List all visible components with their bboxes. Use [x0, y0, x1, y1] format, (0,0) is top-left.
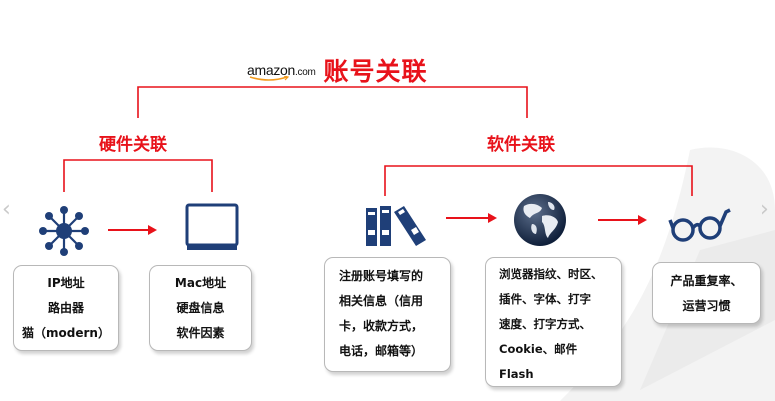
hardware-box-device: Mac地址 硬盘信息 软件因素 — [149, 265, 252, 351]
box-line: Flash — [499, 367, 534, 381]
box-line: 注册账号填写的 — [339, 269, 424, 283]
box-line: Mac地址 — [174, 276, 227, 290]
next-arrow-icon[interactable]: › — [760, 197, 769, 222]
network-hub-icon — [39, 206, 89, 256]
binders-icon — [366, 206, 426, 246]
software-box-browser: 浏览器指纹、时区、 插件、字体、打字 速度、打字方式、 Cookie、邮件 Fl… — [485, 257, 622, 387]
box-line: 卡，收款方式， — [339, 319, 424, 333]
prev-arrow-icon[interactable]: ‹ — [2, 197, 11, 222]
box-line: 产品重复率、 — [670, 274, 743, 288]
box-line: 速度、打字方式、 — [499, 317, 591, 331]
box-line: 插件、字体、打字 — [499, 292, 591, 306]
amazon-logo: amazon.com — [247, 62, 316, 81]
box-line: Cookie、邮件 — [499, 342, 578, 356]
monitor-icon — [185, 203, 239, 250]
glasses-icon — [668, 208, 731, 242]
box-line: 路由器 — [47, 301, 84, 315]
diagram-title: 账号关联 — [323, 57, 428, 86]
software-box-operation: 产品重复率、 运营习惯 — [652, 262, 761, 324]
box-line: 电话，邮箱等） — [339, 344, 424, 358]
hardware-box-network: IP地址 路由器 猫（modern） — [13, 265, 119, 351]
box-line: 浏览器指纹、时区、 — [499, 267, 603, 281]
box-line: IP地址 — [47, 276, 85, 290]
box-line: 猫（modern） — [22, 326, 110, 340]
box-line: 运营习惯 — [682, 299, 731, 313]
box-line: 相关信息（信用 — [339, 294, 424, 308]
software-box-account: 注册账号填写的 相关信息（信用 卡，收款方式， 电话，邮箱等） — [324, 257, 451, 372]
hardware-label: 硬件关联 — [99, 135, 167, 155]
header: amazon.com 账号关联 — [247, 52, 428, 88]
software-label: 软件关联 — [487, 135, 555, 155]
box-line: 软件因素 — [176, 326, 225, 340]
globe-icon — [514, 194, 566, 246]
box-line: 硬盘信息 — [176, 301, 225, 315]
